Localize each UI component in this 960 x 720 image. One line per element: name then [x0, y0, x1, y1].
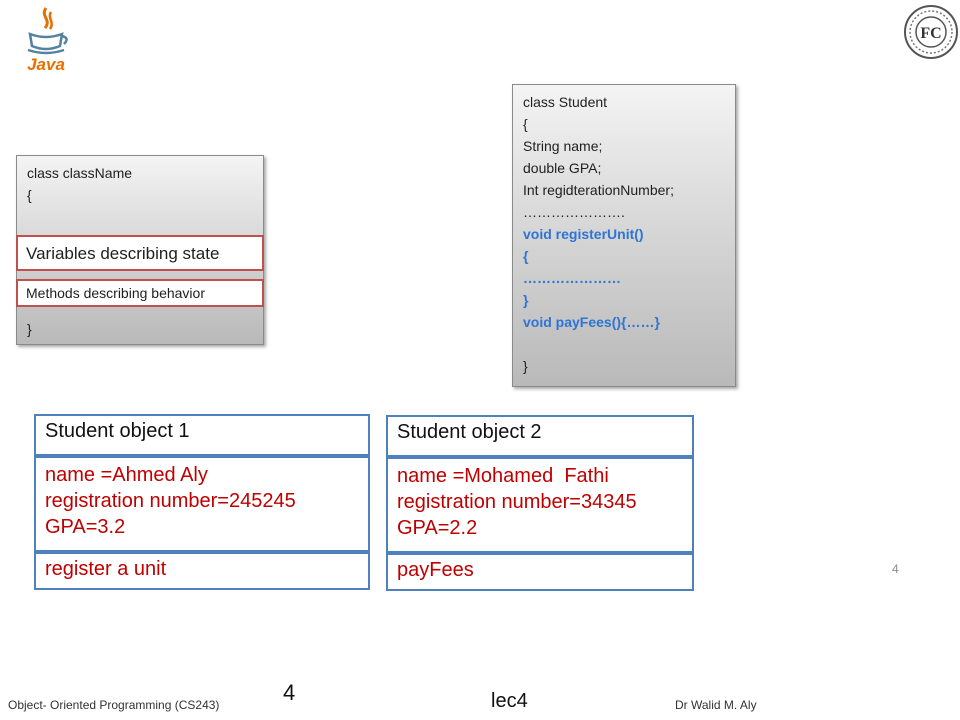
- attribute-name: name =Mohamed Fathi: [397, 465, 609, 487]
- student-object-1-attributes: name =Ahmed Aly registration number=2452…: [34, 456, 370, 552]
- attribute-registration: registration number=34345: [397, 491, 637, 513]
- java-logo-text: Java: [27, 55, 65, 74]
- code-line: ………………….: [523, 204, 625, 220]
- footer-course: Object- Oriented Programming (CS243): [8, 698, 220, 712]
- slide-number: 4: [892, 562, 899, 576]
- student-object-2-method: payFees: [386, 553, 694, 591]
- template-line-close-brace: }: [27, 321, 32, 337]
- student-object-1-method: register a unit: [34, 552, 370, 590]
- student-object-1-title: Student object 1: [34, 414, 370, 456]
- attribute-gpa: GPA=3.2: [45, 516, 126, 538]
- seal-logo-text: FC: [920, 25, 941, 42]
- variables-state-box: Variables describing state: [16, 235, 264, 271]
- attribute-registration: registration number=245245: [45, 490, 296, 512]
- code-line: {: [523, 116, 528, 132]
- code-line-method: …………………: [523, 270, 621, 286]
- code-line-method: void registerUnit(): [523, 226, 644, 242]
- code-line: class Student: [523, 94, 608, 110]
- code-line-method: void payFees(){……}: [523, 314, 660, 330]
- student-object-2-attributes: name =Mohamed Fathi registration number=…: [386, 457, 694, 553]
- student-class-code-box: class Student { String name; double GPA;…: [512, 84, 736, 387]
- code-line: }: [523, 358, 528, 374]
- java-logo: Java: [18, 4, 74, 74]
- code-line: Int regidterationNumber;: [523, 182, 674, 198]
- code-line-method: {: [523, 248, 529, 264]
- college-seal-logo: FC: [903, 2, 959, 62]
- footer-lecture: lec4: [491, 690, 528, 712]
- code-line: double GPA;: [523, 160, 602, 176]
- template-line-open-brace: {: [27, 187, 32, 203]
- footer-author: Dr Walid M. Aly: [675, 698, 757, 712]
- template-line-class: class className: [27, 165, 133, 181]
- methods-behavior-box: Methods describing behavior: [16, 279, 264, 307]
- attribute-gpa: GPA=2.2: [397, 517, 478, 539]
- code-line: [523, 333, 725, 355]
- attribute-name: name =Ahmed Aly: [45, 464, 208, 486]
- code-line-method: }: [523, 292, 529, 308]
- code-line: String name;: [523, 138, 603, 154]
- student-object-2-title: Student object 2: [386, 415, 694, 457]
- footer-page-number: 4: [283, 680, 296, 705]
